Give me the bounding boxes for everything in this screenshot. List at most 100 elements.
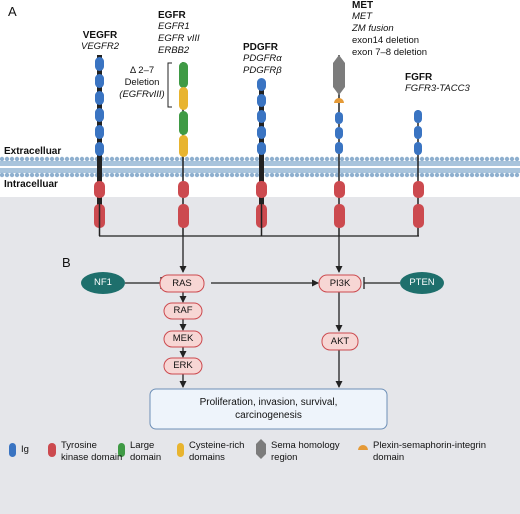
legend-psi-1: Plexin-semaphorin-integrin — [373, 440, 486, 451]
psi-domain — [334, 98, 344, 103]
legend-sema: Sema homology region — [271, 440, 340, 464]
cytoplasm-region — [0, 197, 520, 514]
legend-tk-2: kinase domain — [61, 452, 123, 463]
pten-node — [400, 272, 444, 294]
ras-node — [159, 274, 205, 293]
met-name: MET — [352, 0, 374, 11]
akt-label: AKT — [330, 336, 350, 347]
ig-domain — [335, 127, 343, 139]
legend-large-1: Large — [130, 440, 155, 451]
large-domain — [179, 62, 188, 88]
ig-domain — [95, 57, 104, 71]
legend-cys-1: Cysteine-rich — [189, 440, 245, 451]
receptor-label-fgfr: FGFR FGFR3-TACC3 — [405, 72, 485, 95]
receptor-label-vegfr: VEGFR VEGFR2 — [70, 30, 130, 53]
nf1-label: NF1 — [94, 277, 112, 288]
kinase-domain — [94, 181, 105, 198]
node-shapes — [81, 272, 444, 430]
egfr-name: EGFR — [158, 10, 186, 21]
ig-domain — [257, 142, 266, 155]
ig-domain — [257, 78, 266, 91]
kinase-domain — [334, 204, 345, 228]
ig-domain — [335, 112, 343, 124]
cysteine-rich-domain — [179, 87, 188, 110]
egfr-sub-3: ERBB2 — [158, 45, 190, 56]
vegfr-sub: VEGFR2 — [80, 41, 119, 52]
legend-tk: Tyrosine kinase domain — [61, 440, 122, 464]
receptor-label-egfr: EGFR EGFR1 EGFR vIII ERBB2 — [158, 10, 208, 57]
ig-domain — [95, 108, 104, 122]
intracellular-label: Intracelluar — [4, 179, 58, 190]
panel-label-b: B — [62, 255, 71, 270]
ig-domain — [257, 94, 266, 107]
deletion-annotation: Δ 2–7 Deletion (EGFRvIII) — [114, 65, 170, 101]
outcome-text: Proliferation, invasion, survival, carci… — [150, 396, 387, 422]
met-sub-4: exon 7–8 deletion — [352, 47, 428, 58]
met-sub-2: ZM fusion — [352, 23, 394, 34]
receptor-label-pdgfr: PDGFR PDGFRα PDGFRβ — [243, 42, 293, 77]
kinase-domain — [334, 181, 345, 198]
egfr-sub-2: EGFR vIII — [158, 33, 200, 44]
fgfr-sub: FGFR3-TACC3 — [405, 83, 470, 94]
outcome-box — [149, 388, 388, 430]
legend-sema-1: Sema homology — [271, 440, 340, 451]
kinase-domain — [256, 181, 267, 198]
nf1-node — [81, 272, 125, 294]
pten-label: PTEN — [409, 277, 435, 288]
legend-psi: Plexin-semaphorin-integrin domain — [373, 440, 486, 464]
akt-node — [321, 332, 359, 351]
erk-label: ERK — [173, 360, 193, 371]
kinase-domain — [413, 204, 424, 228]
legend-sema-2: region — [271, 452, 298, 463]
legend-cys: Cysteine-rich domains — [189, 440, 244, 464]
sema-region — [333, 55, 345, 95]
legend-cys-2: domains — [189, 452, 225, 463]
ras-label: RAS — [172, 278, 192, 289]
pdgfr-sub-2: PDGFRβ — [243, 65, 282, 76]
raf-label: RAF — [173, 305, 193, 316]
extracellular-label: Extracelluar — [4, 146, 62, 157]
receptor-egfr — [167, 62, 189, 236]
ig-domain — [414, 110, 422, 123]
ig-domain — [414, 142, 422, 155]
egfr-sub-1: EGFR1 — [158, 21, 190, 32]
ig-domain — [95, 142, 104, 156]
legend-tk-1: Tyrosine — [61, 440, 97, 451]
pi3k-node — [318, 274, 362, 293]
outcome-line-2: carcinogenesis — [235, 410, 302, 421]
deletion-bracket — [167, 62, 172, 108]
kinase-domain — [413, 181, 424, 198]
pdgfr-sub-1: PDGFRα — [243, 53, 282, 64]
kinase-domain — [178, 204, 189, 228]
receptor-label-met: MET MET ZM fusion exon14 deletion exon 7… — [352, 0, 452, 59]
legend-psi-2: domain — [373, 452, 405, 463]
fgfr-name: FGFR — [405, 72, 433, 83]
cysteine-rich-domain — [179, 135, 188, 157]
met-sub-3: exon14 deletion — [352, 35, 420, 46]
pi3k-label: PI3K — [329, 278, 351, 289]
ig-domain — [414, 126, 422, 139]
legend-large-2: domain — [130, 452, 162, 463]
ig-domain — [257, 126, 266, 139]
receptor-pdgfr — [256, 78, 267, 236]
legend-large: Large domain — [130, 440, 161, 464]
vegfr-name: VEGFR — [82, 30, 118, 41]
ig-domain — [95, 91, 104, 105]
ig-domain — [95, 74, 104, 88]
deletion-line-2: Deletion — [124, 77, 160, 88]
receptor-vegfr — [94, 55, 105, 236]
ig-domain — [257, 110, 266, 123]
mek-node — [163, 330, 203, 348]
receptor-fgfr — [413, 110, 424, 236]
ig-domain — [95, 125, 104, 139]
receptor-met — [333, 55, 345, 236]
ig-domain — [335, 142, 343, 154]
mek-label: MEK — [172, 333, 194, 344]
deletion-line-1: Δ 2–7 — [129, 65, 155, 76]
met-sub-1: MET — [352, 11, 373, 22]
erk-node — [163, 357, 203, 375]
legend-ig: Ig — [21, 444, 29, 455]
panel-label-a: A — [8, 4, 17, 19]
kinase-domain — [178, 181, 189, 198]
